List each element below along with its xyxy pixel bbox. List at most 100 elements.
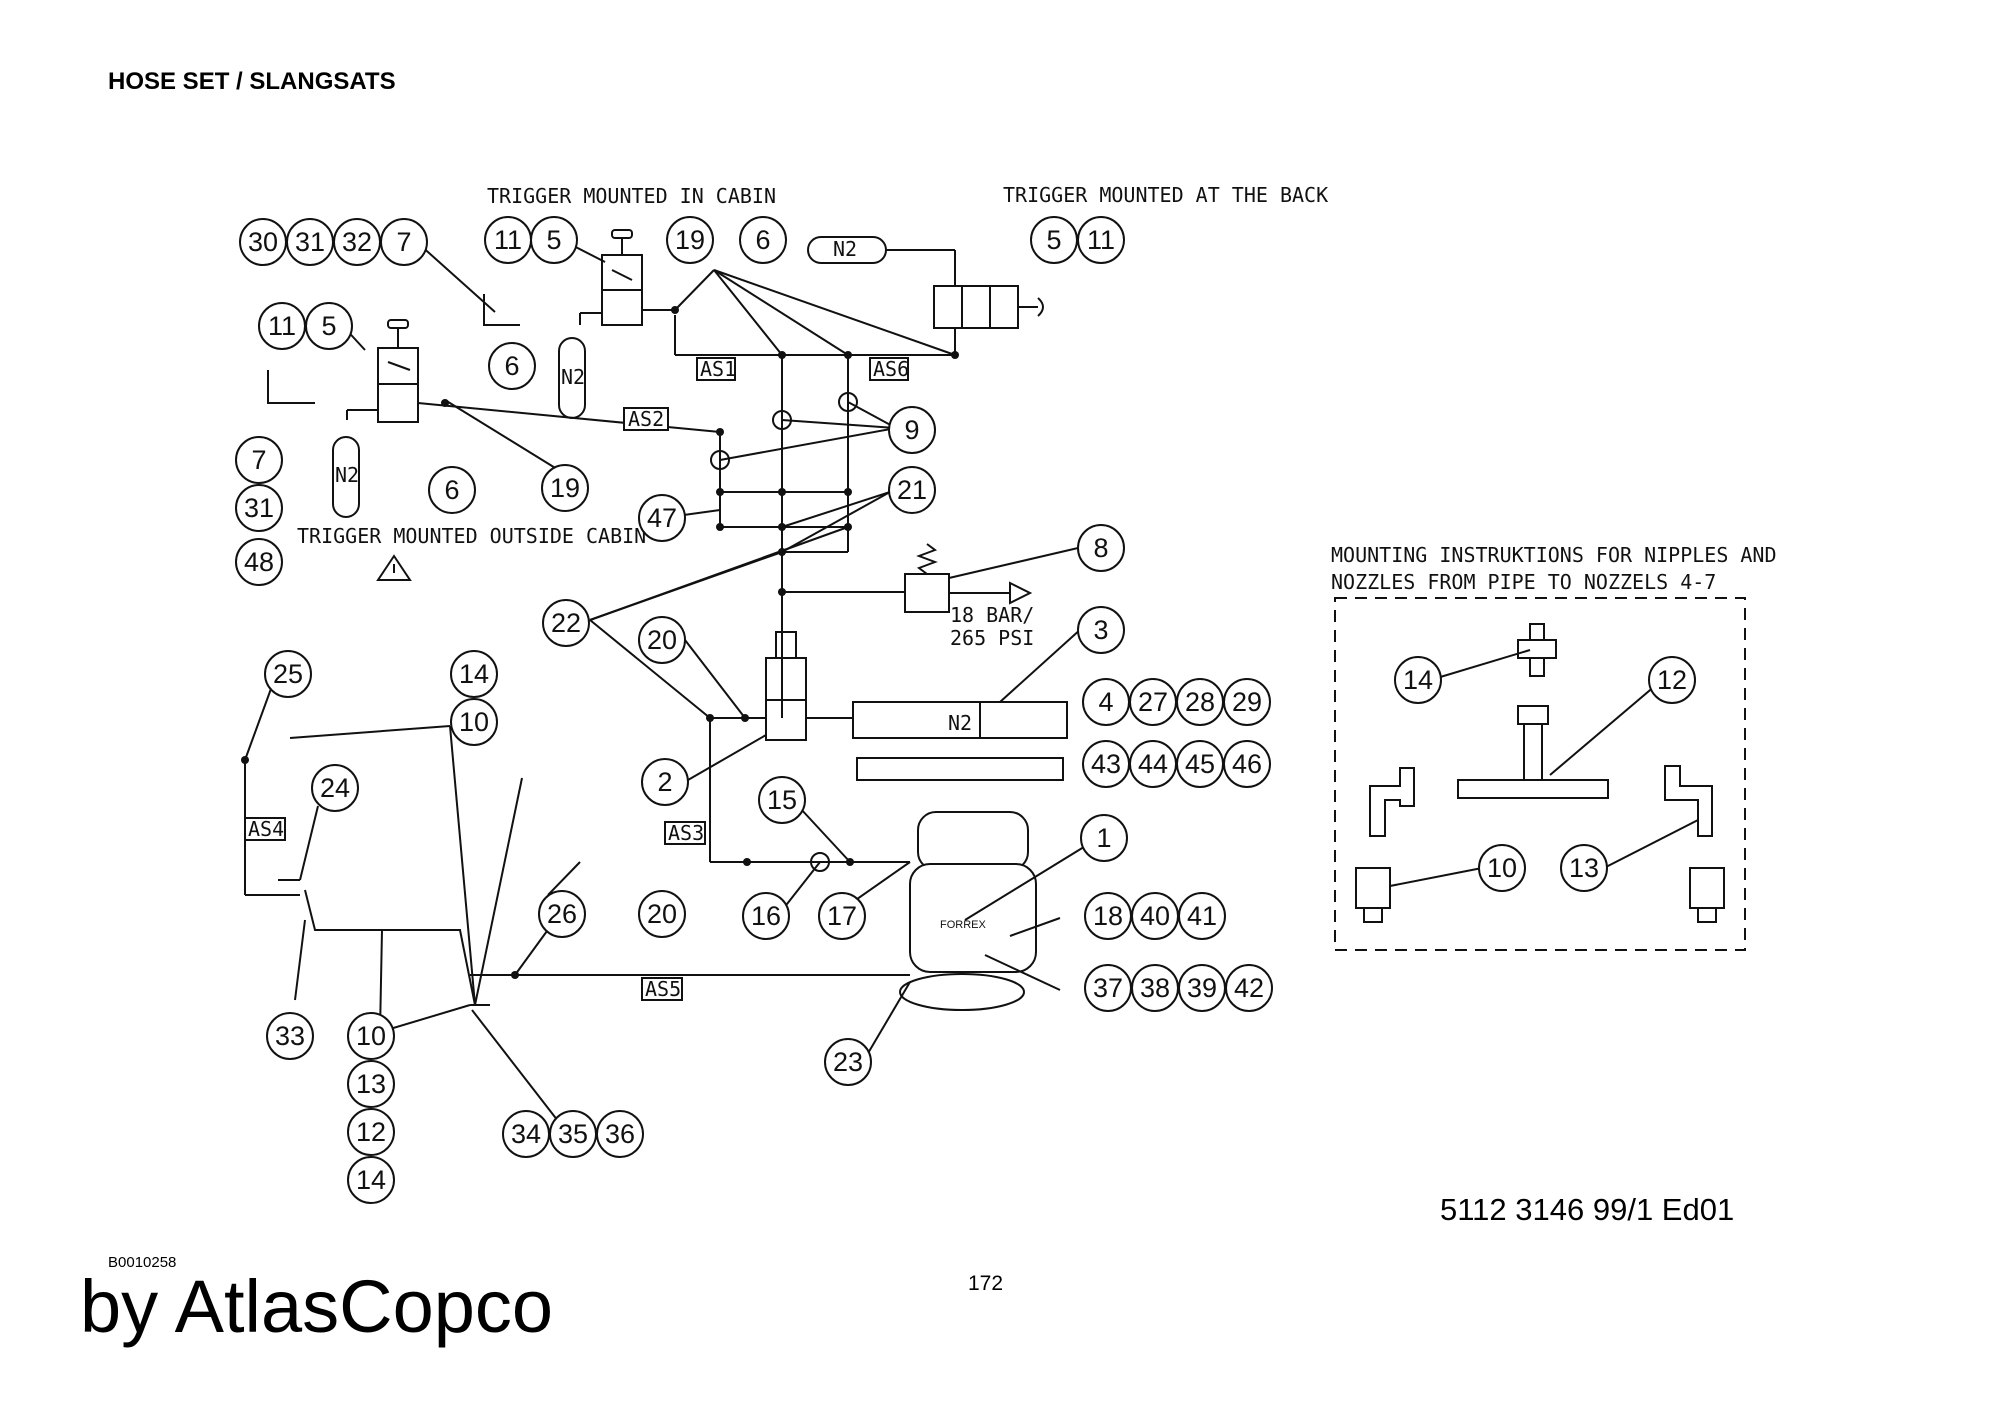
hose-tag-as5: AS5 [641, 977, 683, 1001]
balloon: 41 [1178, 892, 1226, 940]
balloon: 30 [239, 218, 287, 266]
svg-text:31: 31 [295, 227, 325, 257]
balloon: 11 [1077, 216, 1125, 264]
balloon: 14 [347, 1156, 395, 1204]
relief-valve: 18 BAR/ 265 PSI [904, 543, 1034, 650]
svg-text:AS1: AS1 [700, 357, 736, 381]
balloon: 7 [235, 436, 283, 484]
main-control-valve [765, 631, 807, 741]
svg-text:29: 29 [1232, 687, 1262, 717]
n2-label: N2 [561, 365, 585, 389]
svg-text:31: 31 [244, 493, 274, 523]
balloon: 46 [1223, 740, 1271, 788]
balloon: 4 [1082, 678, 1130, 726]
balloon: 47 [638, 494, 686, 542]
mounting-instructions-box [1334, 597, 1746, 951]
svg-text:41: 41 [1187, 901, 1217, 931]
balloon: 12 [1648, 656, 1696, 704]
balloon: 11 [484, 216, 532, 264]
balloon: 11 [258, 302, 306, 350]
balloon: 5 [530, 216, 578, 264]
balloon: 6 [739, 216, 787, 264]
hose-tag-as6: AS6 [869, 357, 909, 381]
balloon: 40 [1131, 892, 1179, 940]
junction-dots [241, 306, 959, 979]
svg-text:42: 42 [1234, 973, 1264, 1003]
svg-text:11: 11 [1087, 225, 1115, 255]
svg-text:14: 14 [356, 1165, 386, 1195]
label-trigger-back: TRIGGER MOUNTED AT THE BACK [1003, 183, 1328, 207]
svg-text:35: 35 [558, 1119, 588, 1149]
svg-text:19: 19 [550, 473, 580, 503]
balloon: 33 [266, 1012, 314, 1060]
balloon: 23 [824, 1038, 872, 1086]
balloon: 10 [1478, 844, 1526, 892]
balloon: 18 [1084, 892, 1132, 940]
balloon: 31 [286, 218, 334, 266]
svg-text:14: 14 [459, 659, 489, 689]
n2-bottle-cabin: N2 [558, 337, 586, 419]
svg-text:5: 5 [546, 225, 561, 255]
forrex-label: FORREX [940, 919, 987, 931]
balloon: 42 [1225, 964, 1273, 1012]
svg-text:20: 20 [647, 899, 677, 929]
svg-text:5: 5 [321, 311, 336, 341]
balloon: 8 [1077, 524, 1125, 572]
svg-text:7: 7 [396, 227, 411, 257]
svg-text:13: 13 [356, 1069, 386, 1099]
balloon: 9 [888, 406, 936, 454]
svg-text:22: 22 [551, 608, 581, 638]
balloon: 7 [380, 218, 428, 266]
n2-label: N2 [833, 237, 857, 261]
svg-text:20: 20 [647, 625, 677, 655]
balloon: 5 [305, 302, 353, 350]
outside-trigger-valve [377, 319, 419, 423]
warning-triangle-icon [376, 554, 412, 581]
balloon: 43 [1082, 740, 1130, 788]
balloon: 15 [758, 776, 806, 824]
label-trigger-cabin: TRIGGER MOUNTED IN CABIN [487, 184, 776, 208]
svg-text:5: 5 [1046, 225, 1061, 255]
balloon: 13 [1560, 844, 1608, 892]
balloon: 16 [742, 892, 790, 940]
balloon: 29 [1223, 678, 1271, 726]
hose-tag-as1: AS1 [696, 357, 736, 381]
svg-text:12: 12 [356, 1117, 386, 1147]
label-mounting-line-2: NOZZLES FROM PIPE TO NOZZELS 4-7 [1331, 570, 1716, 594]
balloon: 36 [596, 1110, 644, 1158]
balloon: 44 [1129, 740, 1177, 788]
balloon: 32 [333, 218, 381, 266]
balloon: 37 [1084, 964, 1132, 1012]
svg-text:47: 47 [647, 503, 677, 533]
pressure-label-psi: 265 PSI [950, 626, 1034, 650]
svg-text:43: 43 [1091, 749, 1121, 779]
svg-text:48: 48 [244, 547, 274, 577]
page-number: 172 [968, 1272, 1004, 1295]
svg-text:13: 13 [1569, 853, 1599, 883]
balloon: 20 [638, 616, 686, 664]
forrex-tank: FORREX [899, 811, 1037, 1011]
brand-logo-text: by AtlasCopco [80, 1265, 554, 1348]
hose-tag-as4: AS4 [244, 817, 286, 841]
page-title: HOSE SET / SLANGSATS [108, 68, 396, 95]
balloon: 14 [1394, 656, 1442, 704]
balloon: 38 [1131, 964, 1179, 1012]
label-mounting-line-1: MOUNTING INSTRUKTIONS FOR NIPPLES AND [1331, 543, 1777, 567]
back-trigger-valve [933, 285, 1044, 329]
svg-text:3: 3 [1093, 615, 1108, 645]
balloon: 2 [641, 758, 689, 806]
svg-text:1: 1 [1096, 823, 1111, 853]
balloon: 3 [1077, 606, 1125, 654]
balloon: 22 [542, 599, 590, 647]
balloon-group: 30 31 32 7 11 5 19 6 5 11 11 5 6 7 31 48… [235, 216, 1696, 1204]
svg-text:6: 6 [444, 475, 459, 505]
balloon: 45 [1176, 740, 1224, 788]
svg-text:AS2: AS2 [628, 407, 664, 431]
balloon: 6 [488, 342, 536, 390]
svg-text:18: 18 [1093, 901, 1123, 931]
svg-text:19: 19 [675, 225, 705, 255]
balloon: 26 [538, 890, 586, 938]
svg-text:11: 11 [494, 225, 522, 255]
balloon: 10 [450, 698, 498, 746]
n2-bottle-top: N2 [807, 236, 887, 264]
